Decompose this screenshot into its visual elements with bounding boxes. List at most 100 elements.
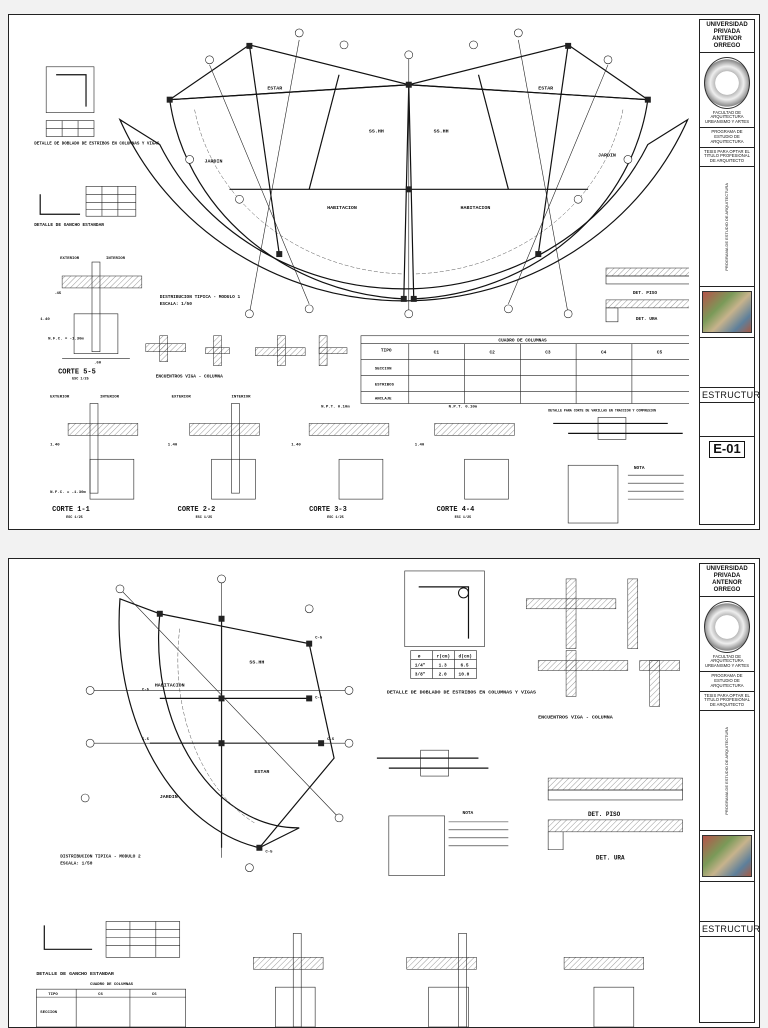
hook-detail-1: DETALLE DE GANCHO ESTANDAR <box>34 186 137 228</box>
university-name: UNIVERSIDAD PRIVADA ANTENOR ORREGO <box>700 20 754 53</box>
specialty-name-2: ESTRUCTURAS <box>700 922 759 938</box>
svg-text:ESC 1/25: ESC 1/25 <box>66 515 83 520</box>
svg-text:10.0: 10.0 <box>459 672 470 678</box>
svg-text:C-5: C-5 <box>315 637 323 641</box>
program-name: PROGRAMA DE ESTUDIO DE ARQUITECTURA <box>700 128 754 148</box>
site-location-map <box>702 835 752 878</box>
svg-text:1.40: 1.40 <box>50 443 60 447</box>
svg-text:DETALLE PARA CORTE DE VARILLAS: DETALLE PARA CORTE DE VARILLAS EN TRACCI… <box>548 408 656 412</box>
beam-column-joints-2: ENCUENTROS VIGA - COLUMNA <box>525 578 680 720</box>
svg-text:C4: C4 <box>601 350 607 356</box>
svg-text:EXTERIOR: EXTERIOR <box>60 257 80 261</box>
section-title-2-2: CORTE 2-2 <box>178 506 216 514</box>
authors-block <box>700 338 754 389</box>
svg-text:N.F.C. = -1.30m: N.F.C. = -1.30m <box>50 491 86 495</box>
svg-text:N.P.T. 0.10m: N.P.T. 0.10m <box>321 405 350 409</box>
floor-plan-module-1: ESTAR ESTAR SS.HH SS.HH JARDIN JARDIN HA… <box>118 28 689 319</box>
svg-text:C3: C3 <box>545 350 551 356</box>
title-block-2: UNIVERSIDAD PRIVADA ANTENOR ORREGO FACUL… <box>699 563 759 1023</box>
svg-text:C2: C2 <box>489 350 495 356</box>
stirrup-detail-1: DETALLE DE DOBLADO DE ESTRIBOS EN COLUMN… <box>34 66 160 146</box>
room-label-jardin-2: JARDIN <box>160 794 178 800</box>
svg-text:C6: C6 <box>98 993 103 997</box>
title-block-1: UNIVERSIDAD PRIVADA ANTENOR ORREGO FACUL… <box>699 19 759 525</box>
structural-sheet-2: C-5 C-5 C-5 C-5 C-5 C-5 SS.HH HABITACION… <box>8 558 760 1028</box>
room-label-sshh-2: SS.HH <box>249 660 264 666</box>
svg-text:ESC 1/25: ESC 1/25 <box>327 515 344 520</box>
svg-text:ESC 1/25: ESC 1/25 <box>72 377 89 382</box>
section-1-1: EXTERIOR INTERIOR 1.40 N.F.C. = -1.30m C… <box>50 396 139 520</box>
svg-text:C5: C5 <box>657 350 663 356</box>
svg-text:1.3: 1.3 <box>439 663 447 669</box>
section-3-3: N.P.T. 0.10m 1.40 CORTE 3-3 ESC 1/25 <box>291 405 390 520</box>
section-title-4-4: CORTE 4-4 <box>437 506 475 514</box>
svg-text:C-5: C-5 <box>327 738 335 742</box>
svg-text:d(cm): d(cm) <box>459 654 472 660</box>
room-label-habitacion-b: HABITACION <box>461 205 491 211</box>
hook-detail-title-1: DETALLE DE GANCHO ESTANDAR <box>34 222 104 228</box>
room-label-estar-a: ESTAR <box>267 86 282 92</box>
room-label-jardin-b: JARDIN <box>598 152 616 158</box>
room-label-sshh-a: SS.HH <box>369 129 384 135</box>
sheet-number: E-01 <box>709 441 745 459</box>
room-label-habitacion-a: HABITACION <box>327 205 357 211</box>
site-location-map <box>702 291 752 334</box>
hook-detail-2: DETALLE DE GANCHO ESTANDAR <box>36 921 181 977</box>
det-piso-title-1: DET. PISO <box>633 290 657 296</box>
column-schedule-title-1: CUADRO DE COLUMNAS <box>498 338 547 344</box>
stirrup-detail-title-1: DETALLE DE DOBLADO DE ESTRIBOS EN COLUMN… <box>34 142 160 146</box>
svg-text:TIPO: TIPO <box>381 348 392 354</box>
svg-text:EXTERIOR: EXTERIOR <box>50 396 70 400</box>
svg-text:3/8": 3/8" <box>415 672 426 678</box>
svg-text:1/4": 1/4" <box>415 663 426 669</box>
svg-text:1.40: 1.40 <box>40 318 50 322</box>
svg-text:r(cm): r(cm) <box>437 654 450 660</box>
svg-text:INTERIOR: INTERIOR <box>106 257 126 261</box>
svg-text:ø: ø <box>418 655 421 660</box>
encuentros-title-1: ENCUENTROS VIGA - COLUMNA <box>156 374 223 380</box>
sheet1-drawing: ESTAR ESTAR SS.HH SS.HH JARDIN JARDIN HA… <box>9 15 689 529</box>
svg-text:INTERIOR: INTERIOR <box>231 396 251 400</box>
svg-text:C-5: C-5 <box>142 688 150 692</box>
section-title-1-1: CORTE 1-1 <box>52 506 90 514</box>
section-title-5-5: CORTE 5-5 <box>58 369 96 377</box>
splice-detail-1: DETALLE PARA CORTE DE VARILLAS EN TRACCI… <box>548 408 684 524</box>
distribution-title-1: DISTRIBUCION TIPICA - MODULO 1 <box>160 294 241 300</box>
svg-text:C-5: C-5 <box>265 851 273 855</box>
faculty-name: FACULTAD DE ARQUITECTURA URBANISMO Y ART… <box>705 109 749 125</box>
distribution-scale-2: ESCALA: 1/50 <box>60 861 92 867</box>
svg-text:ESTRIBOS: ESTRIBOS <box>375 384 395 388</box>
sections-row-2 <box>253 933 644 1027</box>
structural-sheet-1: ESTAR ESTAR SS.HH SS.HH JARDIN JARDIN HA… <box>8 14 760 530</box>
room-label-estar-2: ESTAR <box>254 769 269 775</box>
stirrup-detail-title-2: DETALLE DE DOBLADO DE ESTRIBOS EN COLUMN… <box>387 689 536 695</box>
det-piso-title-2: DET. PISO <box>588 811 621 818</box>
stirrup-detail-2: ø r(cm) d(cm) 1/4" 1.3 6.5 3/8" 2.0 10.0… <box>387 570 536 695</box>
section-4-4: N.P.T. 0.10m 1.40 CORTE 4-4 ESC 1/25 <box>415 405 515 520</box>
room-label-habitacion-2: HABITACION <box>155 682 185 688</box>
svg-text:C1: C1 <box>434 350 440 356</box>
note-title-1: NOTA <box>634 465 645 471</box>
distribution-title-2: DISTRIBUCION TIPICA - MODULO 2 <box>60 854 141 860</box>
svg-text:ANCLAJE: ANCLAJE <box>375 398 392 402</box>
column-schedule-2: CUADRO DE COLUMNAS TIPO C6 C6 SECCION <box>36 983 186 1027</box>
svg-text:EXTERIOR: EXTERIOR <box>172 396 192 400</box>
svg-text:N.F.C. = -1.30m: N.F.C. = -1.30m <box>48 338 84 342</box>
note-title-2: NOTA <box>463 810 474 816</box>
splice-detail-2: NOTA <box>376 749 509 876</box>
svg-text:C-5: C-5 <box>142 738 150 742</box>
svg-text:.60: .60 <box>94 362 102 366</box>
section-2-2: EXTERIOR INTERIOR 1.40 CORTE 2-2 ESC 1/2… <box>168 396 260 520</box>
beam-column-joints-1: ENCUENTROS VIGA - COLUMNA <box>145 335 348 380</box>
encuentros-title-2: ENCUENTROS VIGA - COLUMNA <box>538 714 613 720</box>
specialty-name: ESTRUCTURAS <box>700 388 759 404</box>
distribution-scale-1: ESCALA: 1/50 <box>160 301 192 307</box>
svg-text:1.40: 1.40 <box>168 443 178 447</box>
sheet2-drawing: C-5 C-5 C-5 C-5 C-5 C-5 SS.HH HABITACION… <box>9 559 689 1027</box>
hook-detail-title-2: DETALLE DE GANCHO ESTANDAR <box>36 971 114 977</box>
column-schedule-1: CUADRO DE COLUMNAS TIPO C1 C2 C3 C4 C5 S… <box>360 335 689 404</box>
svg-text:INTERIOR: INTERIOR <box>100 396 120 400</box>
column-schedule-title-2: CUADRO DE COLUMNAS <box>90 983 133 987</box>
svg-text:1.40: 1.40 <box>415 443 425 447</box>
date-block <box>700 403 754 438</box>
